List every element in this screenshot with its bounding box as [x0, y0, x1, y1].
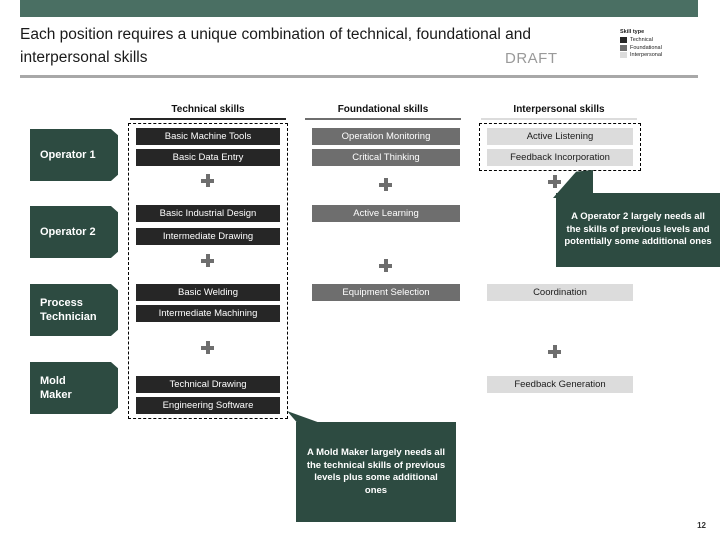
column-header-foundational: Foundational skills	[337, 104, 429, 115]
page-number: 12	[697, 521, 706, 530]
legend-swatch-interpersonal	[620, 52, 627, 58]
technical-skills-group-box	[128, 123, 288, 419]
skill-chip[interactable]: Engineering Software	[136, 397, 280, 414]
skill-chip[interactable]: Feedback Incorporation	[487, 149, 633, 166]
plus-icon	[201, 174, 214, 187]
draft-watermark: DRAFT	[505, 50, 558, 67]
role-tag-mold-maker[interactable]: Mold Maker	[30, 362, 118, 414]
skill-chip[interactable]: Active Listening	[487, 128, 633, 145]
column-header-technical: Technical skills	[171, 104, 245, 115]
skill-chip[interactable]: Intermediate Machining	[136, 305, 280, 322]
plus-icon	[201, 254, 214, 267]
plus-icon	[379, 259, 392, 272]
legend-item-interpersonal: Interpersonal	[620, 52, 700, 58]
plus-icon	[201, 341, 214, 354]
plus-icon	[548, 175, 561, 188]
legend-label-interpersonal: Interpersonal	[630, 52, 663, 58]
callout-operator-2: A Operator 2 largely needs all the skill…	[556, 193, 720, 267]
legend-item-technical: Technical	[620, 37, 700, 43]
role-label-mold-maker: Mold Maker	[40, 375, 72, 401]
skill-chip[interactable]: Feedback Generation	[487, 376, 633, 393]
column-rule-interpersonal	[481, 118, 637, 120]
skill-chip[interactable]: Coordination	[487, 284, 633, 301]
legend-swatch-technical	[620, 37, 627, 43]
skill-chip[interactable]: Critical Thinking	[312, 149, 460, 166]
role-label-operator-1: Operator 1	[40, 149, 96, 161]
skill-type-legend: Skill type Technical Foundational Interp…	[620, 29, 700, 60]
skill-chip[interactable]: Operation Monitoring	[312, 128, 460, 145]
role-tag-process-technician[interactable]: Process Technician	[30, 284, 118, 336]
top-banner	[20, 0, 698, 17]
legend-item-foundational: Foundational	[620, 44, 700, 51]
role-tag-operator-1[interactable]: Operator 1	[30, 129, 118, 181]
plus-icon	[548, 345, 561, 358]
skill-chip[interactable]: Basic Machine Tools	[136, 128, 280, 145]
page-title: Each position requires a unique combinat…	[20, 26, 531, 66]
skill-chip[interactable]: Basic Data Entry	[136, 149, 280, 166]
role-tag-operator-2[interactable]: Operator 2	[30, 206, 118, 258]
skill-chip[interactable]: Technical Drawing	[136, 376, 280, 393]
column-rule-foundational	[305, 118, 461, 120]
legend-label-technical: Technical	[630, 37, 653, 43]
header-divider	[20, 75, 698, 78]
callout-mold-maker: A Mold Maker largely needs all the techn…	[296, 422, 456, 522]
legend-title: Skill type	[620, 29, 645, 35]
plus-icon	[379, 178, 392, 191]
role-label-process-technician: Process Technician	[40, 297, 97, 323]
skill-chip[interactable]: Active Learning	[312, 205, 460, 222]
skill-chip[interactable]: Equipment Selection	[312, 284, 460, 301]
role-label-operator-2: Operator 2	[40, 226, 96, 238]
skill-chip[interactable]: Basic Industrial Design	[136, 205, 280, 222]
legend-swatch-foundational	[620, 44, 627, 51]
column-header-interpersonal: Interpersonal skills	[513, 104, 605, 115]
legend-label-foundational: Foundational	[630, 44, 662, 51]
column-rule-technical	[130, 118, 286, 120]
skill-chip[interactable]: Basic Welding	[136, 284, 280, 301]
skill-chip[interactable]: Intermediate Drawing	[136, 228, 280, 245]
interpersonal-operator1-group-box	[479, 123, 641, 171]
